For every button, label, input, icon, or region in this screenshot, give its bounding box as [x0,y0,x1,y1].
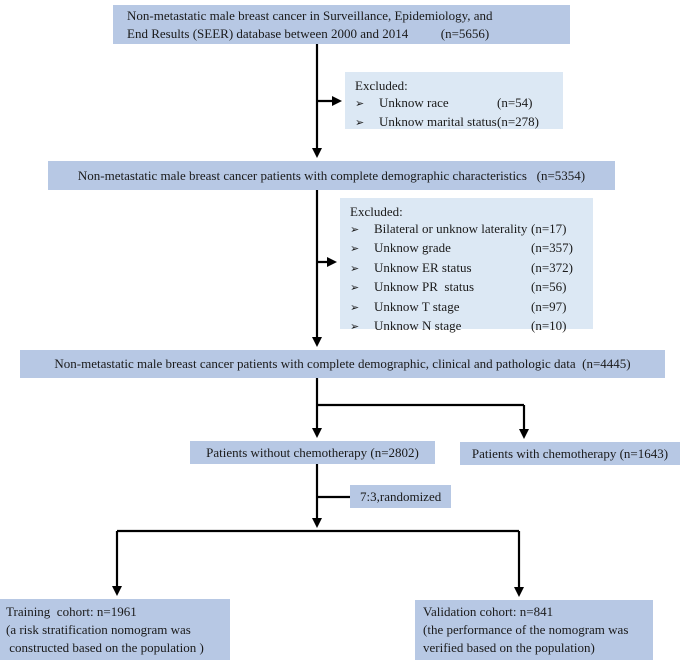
arrow-bullet-icon: ➢ [355,98,365,110]
demographic-complete-box: Non-metastatic male breast cancer patien… [48,161,615,190]
excluded-item-label: Unknow marital status [379,114,497,130]
excluded-box-clinical: Excluded: ➢ Bilateral or unknow laterali… [340,198,593,333]
validation-cohort-box: Validation cohort: n=841 (the performanc… [415,600,653,660]
seer-source-line: Non-metastatic male breast cancer in Sur… [127,7,493,23]
seer-source-line: End Results (SEER) database between 2000… [127,25,490,41]
training-cohort-line: constructed based on the population ) [6,639,204,655]
excluded-item: ➢ Unknow T stage (n=97) [350,298,583,317]
excluded-item: ➢ Unknow N stage (n=10) [350,317,583,336]
no-chemotherapy-box: Patients without chemotherapy (n=2802) [190,441,435,464]
randomized-text: 7:3,randomized [360,488,442,504]
arrow-bullet-icon: ➢ [350,243,360,256]
excluded-title: Excluded: [350,204,403,219]
excluded-item-label: Unknow N stage [374,318,462,334]
no-chemotherapy-text: Patients without chemotherapy (n=2802) [206,444,419,460]
training-cohort-line: Training cohort: n=1961 [6,603,137,619]
excluded-item-count: (n=357) [531,240,573,256]
arrow-bullet-icon: ➢ [350,321,360,334]
arrow-bullet-icon: ➢ [350,262,360,275]
seer-source-box: Non-metastatic male breast cancer in Sur… [113,5,570,44]
excluded-item-count: (n=97) [531,298,567,314]
excluded-item-label: Unknow race [379,95,449,110]
excluded-item: ➢ Unknow race (n=54) [355,94,553,113]
excluded-item-count: (n=372) [531,259,573,275]
excluded-item-label: Unknow T stage [374,298,460,314]
demographic-complete-text: Non-metastatic male breast cancer patien… [77,167,586,183]
excluded-item-count: (n=54) [497,95,533,110]
excluded-item-count: (n=10) [531,318,567,334]
full-data-box: Non-metastatic male breast cancer patien… [20,350,665,378]
excluded-item-label: Bilateral or unknow laterality [374,221,528,236]
randomized-label-box: 7:3,randomized [350,485,451,508]
excluded-title: Excluded: [355,78,408,93]
chemotherapy-box: Patients with chemotherapy (n=1643) [460,442,680,465]
validation-cohort-line: verified based on the population) [423,640,595,655]
excluded-box-demographic: Excluded: ➢ Unknow race (n=54) ➢ Unknow … [345,72,563,129]
excluded-item: ➢ Bilateral or unknow laterality (n=17) [350,220,583,239]
full-data-text: Non-metastatic male breast cancer patien… [54,356,631,371]
excluded-item-label: Unknow PR status [374,279,475,295]
arrow-bullet-icon: ➢ [350,301,360,314]
arrow-bullet-icon: ➢ [355,117,365,130]
training-cohort-box: Training cohort: n=1961 (a risk stratifi… [0,599,230,660]
arrow-bullet-icon: ➢ [350,224,360,236]
excluded-item-count: (n=278) [497,114,539,130]
excluded-item-label: Unknow grade [374,240,451,256]
excluded-item: ➢ Unknow PR status (n=56) [350,278,583,297]
excluded-item: ➢ Unknow grade (n=357) [350,239,583,258]
excluded-item-count: (n=56) [531,279,567,295]
training-cohort-line: (a risk stratification nomogram was [6,621,191,637]
arrow-bullet-icon: ➢ [350,282,360,295]
excluded-item-count: (n=17) [531,221,567,236]
validation-cohort-line: Validation cohort: n=841 [423,604,554,619]
chemotherapy-text: Patients with chemotherapy (n=1643) [471,445,669,461]
validation-cohort-line: (the performance of the nomogram was [423,622,629,637]
excluded-item: ➢ Unknow marital status (n=278) [355,113,553,132]
excluded-item: ➢ Unknow ER status (n=372) [350,259,583,278]
excluded-item-label: Unknow ER status [374,259,472,275]
